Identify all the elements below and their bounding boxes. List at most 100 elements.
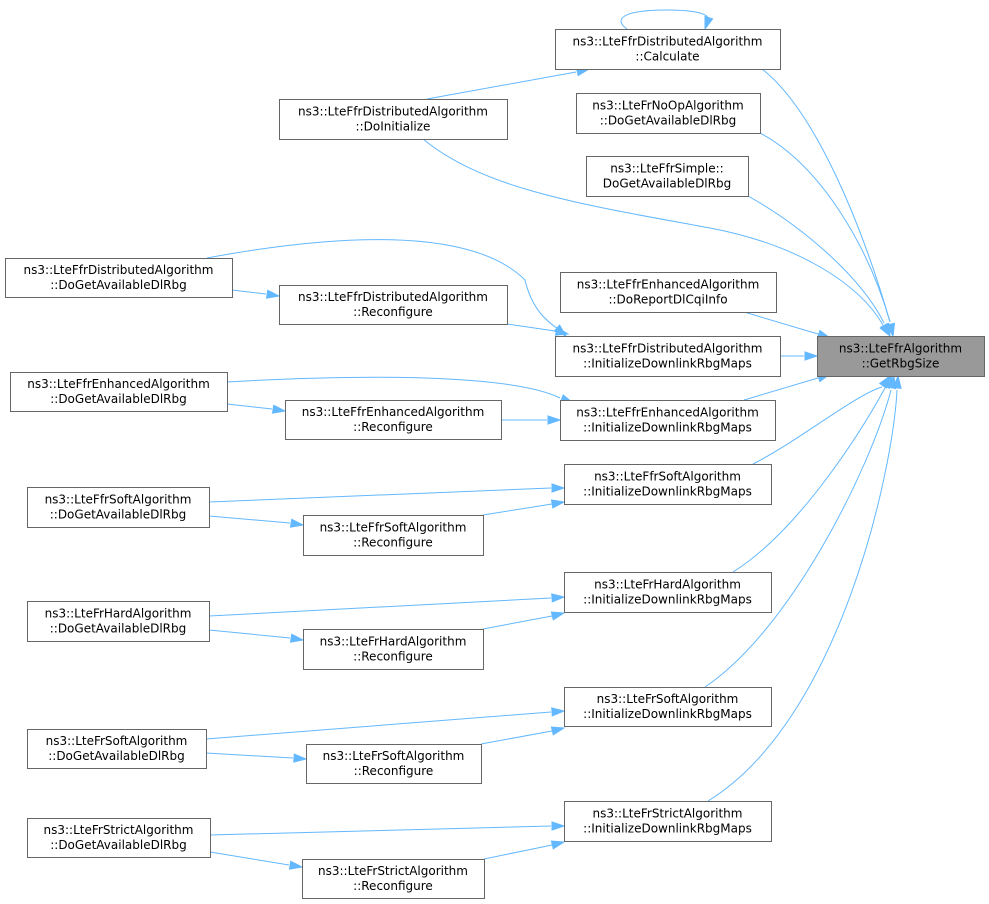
node-ffrdist-doinit[interactable]: ns3::LteFfrDistributedAlgorithm::DoIniti… <box>279 99 508 140</box>
edge-ffrdist_calc-to-ffrdist_calc <box>620 9 714 31</box>
edge-ffrenh_dl-to-ffrenh_init <box>226 376 575 404</box>
edge-line <box>208 629 291 639</box>
node-label-line1: ns3::LteFfrDistributedAlgorithm <box>573 342 763 356</box>
node-box <box>5 258 233 298</box>
node-frhard-dl[interactable]: ns3::LteFrHardAlgorithm::DoGetAvailableD… <box>27 601 210 642</box>
node-box <box>302 859 485 899</box>
node-ffrenh-dl[interactable]: ns3::LteFfrEnhancedAlgorithm::DoGetAvail… <box>10 372 228 412</box>
edge-frstrict_dl-to-frstrict_reconf <box>209 851 304 870</box>
node-frhard-reconf[interactable]: ns3::LteFrHardAlgorithm::Reconfigure <box>303 629 484 670</box>
edge-frhard_dl-to-frhard_init <box>208 593 566 617</box>
edge-ffrenh_dl-to-ffrenh_reconf <box>226 403 287 414</box>
edge-line <box>208 597 552 617</box>
node-label-line2: ::Reconfigure <box>353 420 433 434</box>
node-ffrdist-dl[interactable]: ns3::LteFfrDistributedAlgorithm::DoGetAv… <box>5 258 233 298</box>
node-frstrict-init[interactable]: ns3::LteFrStrictAlgorithm::InitializeDow… <box>564 801 772 842</box>
node-label-line1: ns3::LteFfrEnhancedAlgorithm <box>576 406 759 420</box>
node-label-line1: ns3::LteFrSoftAlgorithm <box>597 692 739 706</box>
arrowhead-icon <box>551 483 566 493</box>
node-label-line1: ns3::LteFfrEnhancedAlgorithm <box>302 405 485 419</box>
arrowhead-icon <box>550 611 566 621</box>
edge-line <box>426 71 577 100</box>
node-ffrenh-cqi[interactable]: ns3::LteFfrEnhancedAlgorithm::DoReportDl… <box>560 272 777 313</box>
node-label-line2: ::DoGetAvailableDlRbg <box>50 392 187 406</box>
node-box <box>564 801 772 842</box>
node-frstrict-dl[interactable]: ns3::LteFrStrictAlgorithm::DoGetAvailabl… <box>27 818 211 858</box>
node-ffrdist-calc[interactable]: ns3::LteFfrDistributedAlgorithm::Calcula… <box>555 29 781 70</box>
edge-line <box>226 376 561 399</box>
node-label-line2: ::InitializeDownlinkRbgMaps <box>583 421 752 435</box>
node-frsoft-reconf[interactable]: ns3::LteFrSoftAlgorithm::Reconfigure <box>306 744 482 784</box>
node-label-line2: ::DoInitialize <box>356 120 431 134</box>
node-box <box>10 372 228 412</box>
node-label-line2: ::GetRbgSize <box>862 357 940 371</box>
edge-ffrenh_cqi-to-target <box>743 311 832 339</box>
node-label-line2: ::DoGetAvailableDlRbg <box>50 622 187 636</box>
node-box <box>586 156 749 197</box>
node-ffrdist-reconf[interactable]: ns3::LteFfrDistributedAlgorithm::Reconfi… <box>279 285 508 325</box>
edge-line <box>208 487 552 503</box>
node-frsoft-dl[interactable]: ns3::LteFrSoftAlgorithm::DoGetAvailableD… <box>27 729 207 769</box>
edge-frstrict_init-to-target <box>707 374 902 802</box>
node-ffrdist-init[interactable]: ns3::LteFfrDistributedAlgorithm::Initial… <box>555 336 781 377</box>
node-label-line2: ::InitializeDownlinkRbgMaps <box>583 707 752 721</box>
edge-line <box>482 503 553 516</box>
node-ffrsoft-dl[interactable]: ns3::LteFfrSoftAlgorithm::DoGetAvailable… <box>27 487 210 528</box>
edge-line <box>206 239 559 330</box>
arrowhead-icon <box>892 374 902 389</box>
node-label-line1: ns3::LteFrStrictAlgorithm <box>593 807 743 821</box>
edge-line <box>747 195 885 324</box>
node-box <box>279 99 508 140</box>
edge-line <box>483 844 553 860</box>
node-frnoop-dl[interactable]: ns3::LteFrNoOpAlgorithm::DoGetAvailableD… <box>576 93 761 134</box>
node-frhard-init[interactable]: ns3::LteFrHardAlgorithm::InitializeDownl… <box>564 572 772 613</box>
node-ffrsoft-reconf[interactable]: ns3::LteFfrSoftAlgorithm::Reconfigure <box>303 515 484 556</box>
nodes: ns3::LteFfrAlgorithm::GetRbgSizens3::Lte… <box>5 29 985 899</box>
node-label-line1: ns3::LteFrSoftAlgorithm <box>46 734 188 748</box>
node-label-line1: ns3::LteFrNoOpAlgorithm <box>592 99 743 113</box>
edge-ffrdist_init-to-target <box>780 351 819 361</box>
edge-ffrsimple_dl-to-target <box>747 195 891 338</box>
edge-ffrsoft_reconf-to-ffrsoft_init <box>482 499 566 516</box>
arrowhead-icon <box>289 633 305 643</box>
node-label-line1: ns3::LteFrStrictAlgorithm <box>318 864 468 878</box>
node-ffrsoft-init[interactable]: ns3::LteFfrSoftAlgorithm::InitializeDown… <box>564 464 772 505</box>
node-box <box>560 272 777 313</box>
node-box <box>303 629 484 670</box>
arrowhead-icon <box>704 15 714 31</box>
node-label-line2: ::InitializeDownlinkRbgMaps <box>583 593 752 607</box>
node-label-line1: ns3::LteFfrDistributedAlgorithm <box>24 263 214 277</box>
arrowhead-icon <box>554 326 570 336</box>
edge-line <box>208 515 291 524</box>
edge-ffrenh_init-to-target <box>743 373 832 401</box>
node-ffrsimple-dl[interactable]: ns3::LteFfrSimple::DoGetAvailableDlRbg <box>586 156 749 197</box>
node-label-line2: ::Reconfigure <box>354 764 434 778</box>
node-label-line2: ::Reconfigure <box>353 305 433 319</box>
node-label-line1: ns3::LteFfrEnhancedAlgorithm <box>577 278 760 292</box>
node-target[interactable]: ns3::LteFfrAlgorithm::GetRbgSize <box>817 336 985 377</box>
edge-ffrdist_dl-to-ffrdist_reconf <box>231 289 281 299</box>
node-frsoft-init[interactable]: ns3::LteFrSoftAlgorithm::InitializeDownl… <box>564 687 772 727</box>
node-label-line2: ::DoGetAvailableDlRbg <box>600 114 737 128</box>
edge-line <box>732 387 886 573</box>
arrowhead-icon <box>550 840 566 850</box>
edge-line <box>209 851 290 866</box>
node-label-line2: ::DoGetAvailableDlRbg <box>48 749 185 763</box>
node-box <box>27 818 211 858</box>
node-ffrenh-reconf[interactable]: ns3::LteFfrEnhancedAlgorithm::Reconfigur… <box>285 400 502 440</box>
node-box <box>27 487 210 528</box>
node-label-line2: ::Calculate <box>635 50 699 64</box>
node-ffrenh-init[interactable]: ns3::LteFfrEnhancedAlgorithm::Initialize… <box>560 400 776 441</box>
node-label-line2: ::Reconfigure <box>353 879 433 893</box>
arrowhead-icon <box>289 518 305 528</box>
node-label-line2: ::InitializeDownlinkRbgMaps <box>583 822 752 836</box>
node-box <box>576 93 761 134</box>
node-box <box>303 515 484 556</box>
node-frstrict-reconf[interactable]: ns3::LteFrStrictAlgorithm::Reconfigure <box>302 859 485 899</box>
edge-line <box>743 377 819 401</box>
edge-frsoft_init-to-target <box>704 374 896 688</box>
edge-line <box>205 752 294 759</box>
edge-line <box>761 68 891 323</box>
node-label-line1: ns3::LteFfrDistributedAlgorithm <box>298 105 488 119</box>
